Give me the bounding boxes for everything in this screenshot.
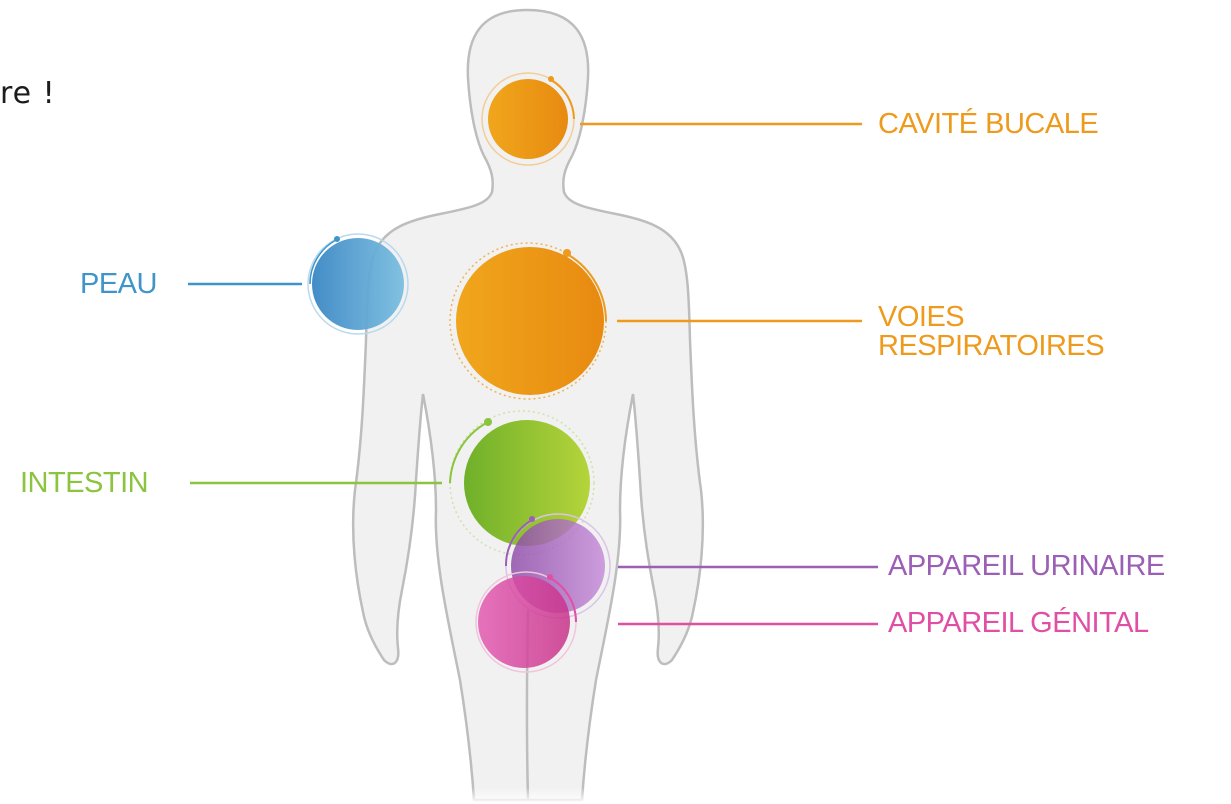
- label-cavite-buccale: CAVITÉ BUCALE: [878, 110, 1098, 139]
- label-voies-line2: RESPIRATOIRES: [878, 331, 1104, 361]
- label-voies-respiratoires: VOIES RESPIRATOIRES: [878, 303, 1104, 361]
- marker-peau: [188, 234, 408, 334]
- label-peau: PEAU: [80, 270, 157, 299]
- marker-cavite-buccale: [482, 73, 862, 165]
- label-appareil-urinaire: APPAREIL URINAIRE: [888, 552, 1165, 581]
- label-intestin: INTESTIN: [20, 469, 148, 498]
- label-appareil-genital: APPAREIL GÉNITAL: [888, 609, 1149, 638]
- label-voies-line1: VOIES: [878, 303, 1104, 331]
- body-fade: [440, 720, 620, 804]
